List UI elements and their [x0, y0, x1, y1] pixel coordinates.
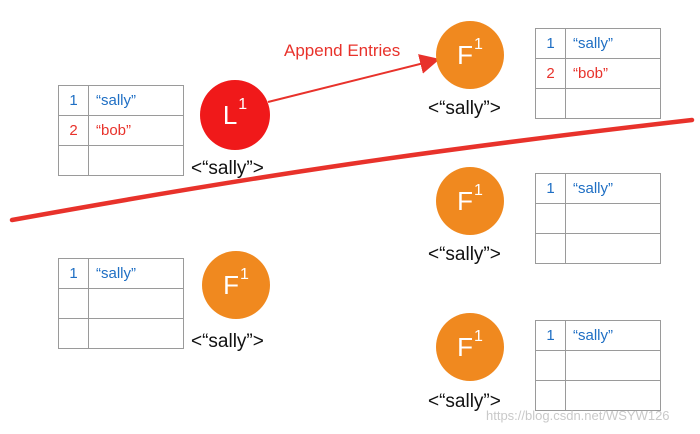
follower-mid-log: 1 “sally”	[535, 173, 661, 264]
log-value: “sally”	[565, 173, 661, 204]
log-entry: 1 “sally”	[535, 320, 661, 351]
log-index	[535, 203, 566, 234]
node-term: 1	[473, 182, 483, 199]
log-value	[565, 350, 661, 381]
log-entry-empty	[535, 350, 661, 381]
log-value	[88, 318, 184, 349]
follower-top-log: 1 “sally” 2 “bob”	[535, 28, 661, 119]
follower-bottom-state: <“sally”>	[428, 391, 501, 412]
log-value	[88, 288, 184, 319]
append-entries-arrow	[267, 54, 440, 103]
log-index: 2	[58, 115, 89, 146]
log-index: 1	[535, 28, 566, 59]
log-index	[535, 233, 566, 264]
log-value: “sally”	[88, 258, 184, 289]
log-value	[565, 203, 661, 234]
log-index: 2	[535, 58, 566, 89]
follower-top-state: <“sally”>	[428, 98, 501, 119]
node-role-letter: F	[457, 39, 473, 70]
log-entry-empty	[535, 233, 661, 264]
log-index	[535, 350, 566, 381]
log-value	[88, 145, 184, 176]
log-entry-empty	[535, 203, 661, 234]
log-entry: 1 “sally”	[58, 258, 184, 289]
node-term: 1	[473, 36, 483, 53]
log-value: “sally”	[88, 85, 184, 116]
follower-left-state: <“sally”>	[191, 331, 264, 352]
log-index: 1	[58, 85, 89, 116]
log-index	[58, 288, 89, 319]
log-index: 1	[535, 320, 566, 351]
log-entry-empty	[58, 288, 184, 319]
log-entry: 2 “bob”	[535, 58, 661, 89]
log-entry: 1 “sally”	[535, 28, 661, 59]
log-value	[565, 88, 661, 119]
follower-bottom-log: 1 “sally”	[535, 320, 661, 411]
log-index: 1	[535, 173, 566, 204]
log-entry-empty	[58, 318, 184, 349]
follower-left-log: 1 “sally”	[58, 258, 184, 349]
log-index	[58, 318, 89, 349]
watermark: https://blog.csdn.net/WSYW126	[486, 408, 670, 423]
log-value: “sally”	[565, 28, 661, 59]
log-entry: 1 “sally”	[58, 85, 184, 116]
node-role-letter: F	[457, 331, 473, 362]
log-index: 1	[58, 258, 89, 289]
log-entry: 1 “sally”	[535, 173, 661, 204]
leader-log: 1 “sally” 2 “bob”	[58, 85, 184, 176]
append-entries-label: Append Entries	[284, 41, 401, 60]
follower-mid-state: <“sally”>	[428, 244, 501, 265]
node-role-letter: F	[457, 185, 473, 216]
log-value	[565, 380, 661, 411]
log-index	[535, 88, 566, 119]
log-entry: 2 “bob”	[58, 115, 184, 146]
node-term: 1	[238, 96, 248, 113]
log-entry-empty	[535, 380, 661, 411]
log-value: “bob”	[88, 115, 184, 146]
node-role-letter: F	[223, 269, 239, 300]
log-value: “bob”	[565, 58, 661, 89]
log-entry-empty	[58, 145, 184, 176]
node-term: 1	[473, 328, 483, 345]
node-term: 1	[239, 266, 249, 283]
log-value: “sally”	[565, 320, 661, 351]
leader-state: <“sally”>	[191, 158, 264, 179]
log-entry-empty	[535, 88, 661, 119]
node-role-letter: L	[222, 99, 238, 130]
network-partition-line	[9, 117, 695, 223]
log-value	[565, 233, 661, 264]
log-index	[535, 380, 566, 411]
log-index	[58, 145, 89, 176]
